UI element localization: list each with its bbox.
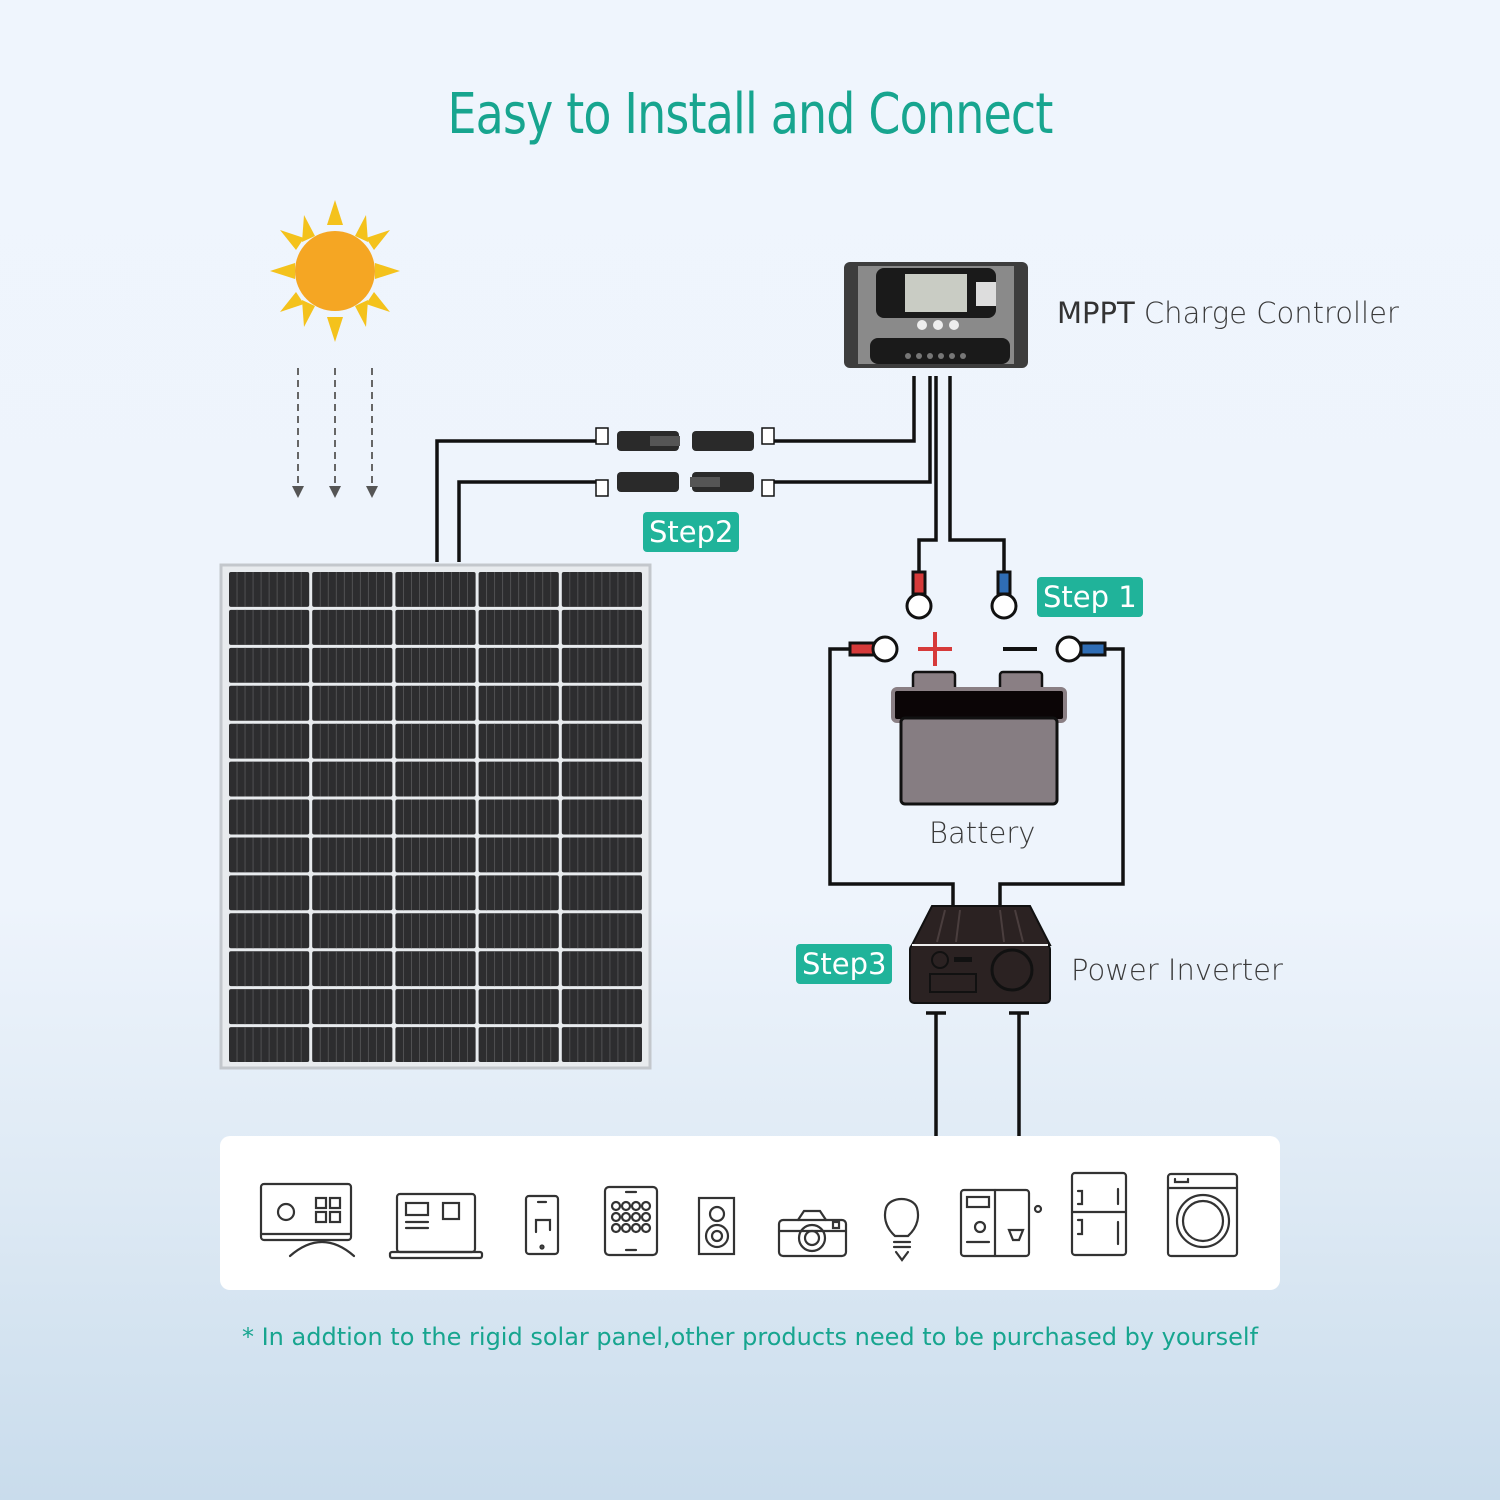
battery-icon [891,670,1067,806]
sunlight-arrows [297,368,373,488]
connector-pos-left [617,431,680,451]
controller-label: MPPT Charge Controller [1057,296,1399,330]
battery-label: Battery [929,816,1036,850]
ring-terminals [848,570,1107,663]
step2-badge: Step2 [643,512,740,552]
washing-machine-icon [1166,1172,1239,1258]
page-title: Easy to Install and Connect [447,82,1053,147]
solar-panel [219,563,652,1070]
light-bulb-icon [883,1197,920,1262]
step1-badge: Step 1 [1037,577,1143,617]
appliances-panel [220,1136,1280,1290]
connector-neg-right [690,472,754,492]
music-phone-icon [524,1194,560,1256]
step3-badge: Step3 [796,944,893,984]
connector-neg-left [617,472,679,492]
arrowheads [292,486,378,498]
smart-tv-icon [259,1182,356,1258]
connector-pos-right [692,431,754,451]
speaker-icon [697,1196,736,1256]
laptop-icon [388,1192,484,1260]
minus-icon [1003,647,1037,651]
coffee-machine-icon [959,1188,1043,1258]
sun-icon [270,200,400,342]
refrigerator-icon [1070,1171,1128,1257]
tablet-icon [603,1185,659,1257]
mc4-connectors [595,427,775,497]
wires [435,376,1125,1136]
battery-polarity [918,632,1037,666]
camera-icon [777,1209,848,1258]
charge-controller [844,262,1028,368]
footnote: * In addtion to the rigid solar panel,ot… [241,1323,1259,1351]
power-inverter [909,905,1052,1004]
inverter-label: Power Inverter [1071,953,1283,987]
